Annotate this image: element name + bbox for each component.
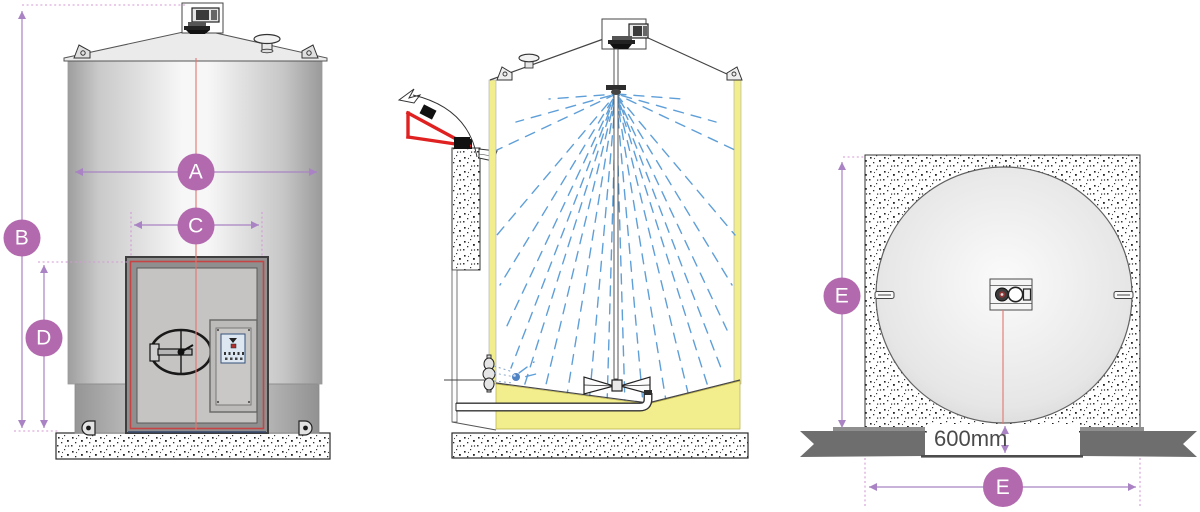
anchor-foot-left bbox=[81, 420, 96, 436]
plan-view bbox=[800, 154, 1197, 508]
dim-e-height-badge: E bbox=[823, 277, 861, 315]
section-view bbox=[397, 18, 749, 459]
control-panel bbox=[209, 319, 258, 413]
lifting-lug-left bbox=[73, 44, 91, 59]
concrete-base-slab bbox=[55, 432, 331, 460]
roof-vent bbox=[253, 33, 281, 54]
side-wall-fan bbox=[444, 354, 537, 393]
agitator-shaft bbox=[606, 48, 626, 380]
section-base-slab bbox=[451, 432, 749, 459]
red-support-bracket bbox=[397, 88, 478, 158]
section-lifting-lug-left bbox=[496, 66, 513, 81]
agitator-propeller bbox=[583, 376, 652, 395]
section-motor-assembly bbox=[601, 18, 649, 50]
dim-c-badge: C bbox=[177, 207, 215, 245]
spray-rays bbox=[496, 93, 736, 407]
center-motor-housing bbox=[989, 278, 1033, 311]
anchor-foot-right bbox=[298, 420, 313, 436]
section-lifting-lug-right bbox=[726, 66, 743, 81]
lifting-lug-right bbox=[301, 44, 319, 59]
section-roof-vent bbox=[518, 53, 540, 69]
platform-pillar bbox=[451, 139, 498, 431]
dim-d-badge: D bbox=[25, 319, 63, 357]
dim-b-badge: B bbox=[3, 219, 41, 257]
dim-a-badge: A bbox=[177, 153, 215, 191]
dim-e-width-badge: E bbox=[983, 467, 1023, 507]
clearance-label: 600mm bbox=[934, 426, 1008, 451]
manway-hatch bbox=[149, 328, 213, 376]
wall-band bbox=[800, 427, 1197, 458]
top-motor-assembly bbox=[181, 2, 224, 34]
outlet-pipe bbox=[455, 393, 653, 412]
